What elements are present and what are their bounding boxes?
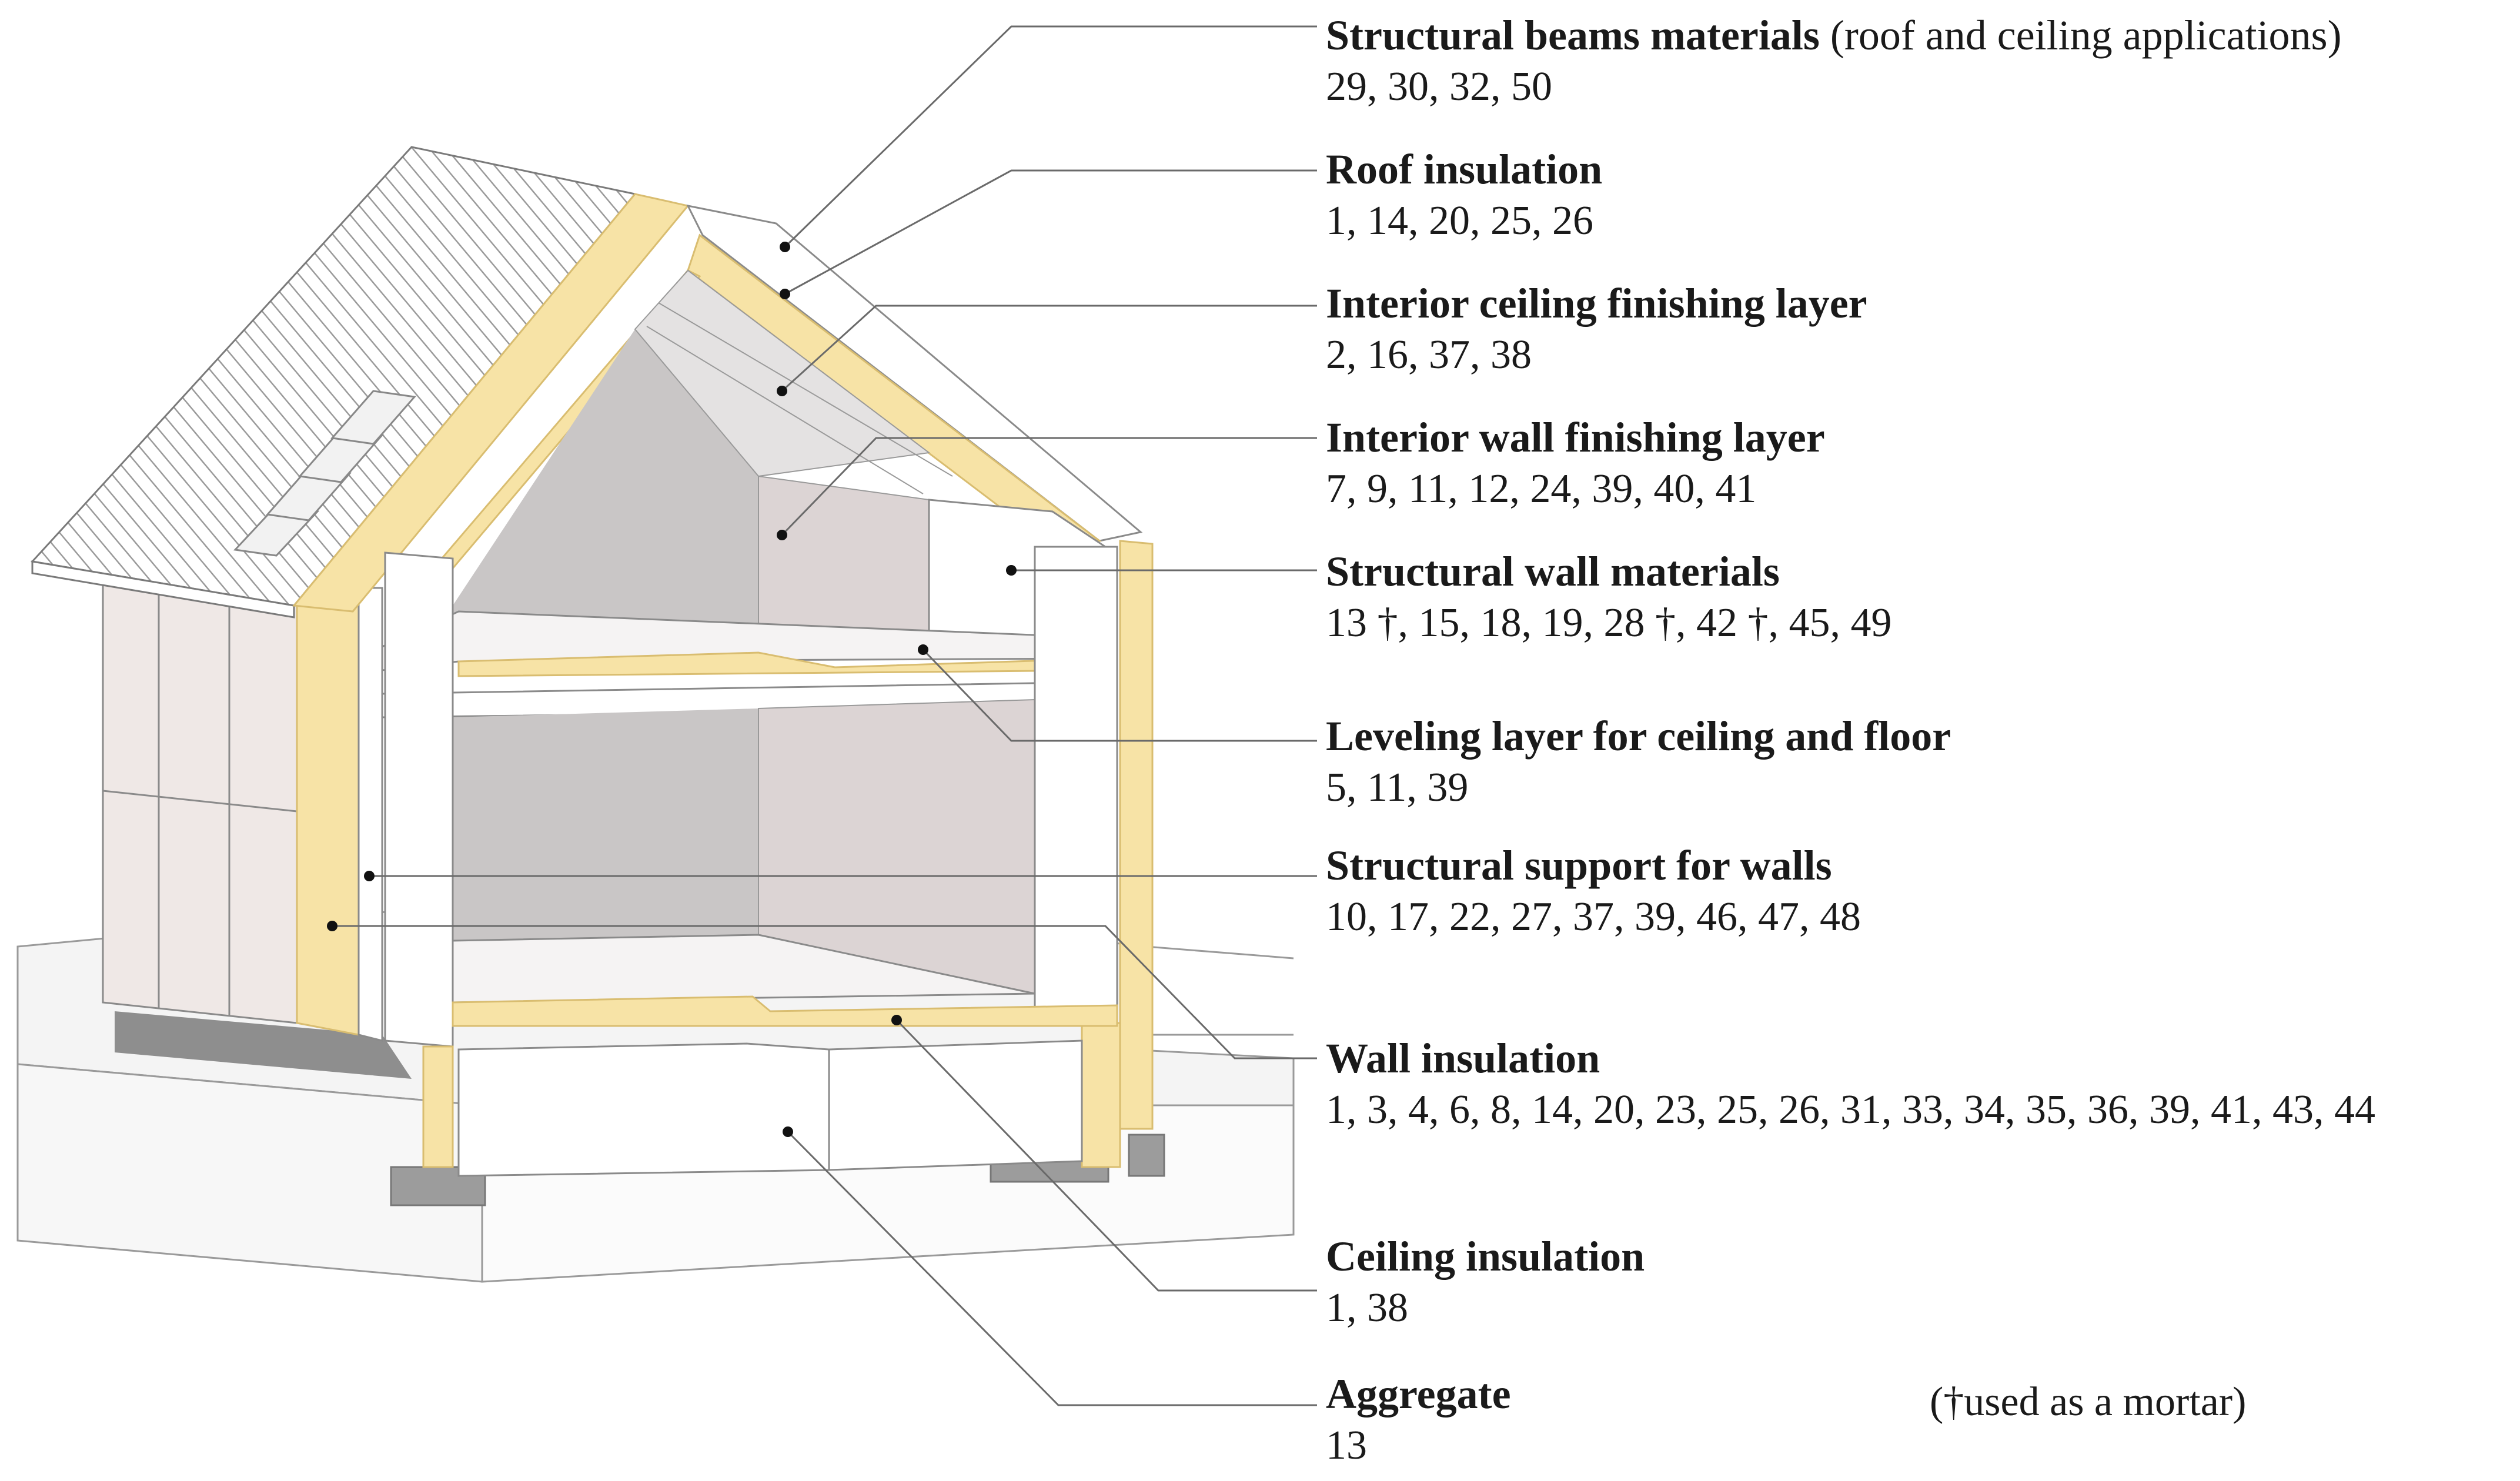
label-refs: 10, 17, 22, 27, 37, 39, 46, 47, 48 [1326,894,1861,940]
label-refs: 1, 3, 4, 6, 8, 14, 20, 23, 25, 26, 31, 3… [1326,1087,2375,1132]
label-structural-wall-materials: Structural wall materials 13 †, 15, 18, … [1326,546,1892,649]
leader-lines [332,25,1317,1406]
roof-sheeting [31,146,637,619]
label-ceiling-insulation: Ceiling insulation 1, 38 [1326,1231,1645,1334]
label-title: Aggregate [1326,1370,1511,1418]
label-title: Ceiling insulation [1326,1233,1645,1280]
left-wall-structure [384,551,454,1168]
label-title: Structural support for walls [1326,842,1832,889]
right-wall-structure [1034,540,1154,1168]
label-title: Wall insulation [1326,1035,1600,1082]
label-structural-beams: Structural beams materials (roof and cei… [1326,9,2342,113]
cladding-panels [102,578,298,1024]
label-title: Structural beams materials [1326,12,1820,59]
label-refs: 7, 9, 11, 12, 24, 39, 40, 41 [1326,466,1757,512]
ground-floor-slab [452,934,1118,1177]
leader-dots [327,242,1017,1137]
label-refs: 2, 16, 37, 38 [1326,332,1532,377]
label-qualifier: (roof and ceiling applications) [1819,12,2342,59]
label-aggregate: Aggregate 13 [1326,1368,1511,1472]
label-interior-wall-finishing: Interior wall finishing layer 7, 9, 11, … [1326,412,1825,515]
label-refs: 1, 38 [1326,1285,1408,1330]
label-refs: 29, 30, 32, 50 [1326,64,1552,109]
label-refs: 13 [1326,1423,1367,1468]
upper-room [453,269,1107,648]
wall-insulation-layer [296,587,383,1042]
label-title: Interior wall finishing layer [1326,414,1825,461]
label-title: Roof insulation [1326,146,1603,193]
label-title: Structural wall materials [1326,548,1780,595]
lower-room [453,698,1035,995]
label-wall-insulation: Wall insulation 1, 3, 4, 6, 8, 14, 20, 2… [1326,1032,2375,1136]
label-refs: 13 †, 15, 18, 19, 28 †, 42 †, 45, 49 [1326,600,1892,646]
label-title: Interior ceiling finishing layer [1326,280,1867,327]
label-interior-ceiling-finishing: Interior ceiling finishing layer 2, 16, … [1326,278,1867,381]
label-refs: 5, 11, 39 [1326,765,1469,810]
label-leveling-layer: Leveling layer for ceiling and floor 5, … [1326,710,1951,814]
label-refs: 1, 14, 20, 25, 26 [1326,198,1593,243]
label-structural-support-walls: Structural support for walls 10, 17, 22,… [1326,840,1861,943]
label-title: Leveling layer for ceiling and floor [1326,713,1951,760]
mortar-footnote: (†used as a mortar) [1930,1379,2247,1425]
label-roof-insulation: Roof insulation 1, 14, 20, 25, 26 [1326,143,1602,247]
